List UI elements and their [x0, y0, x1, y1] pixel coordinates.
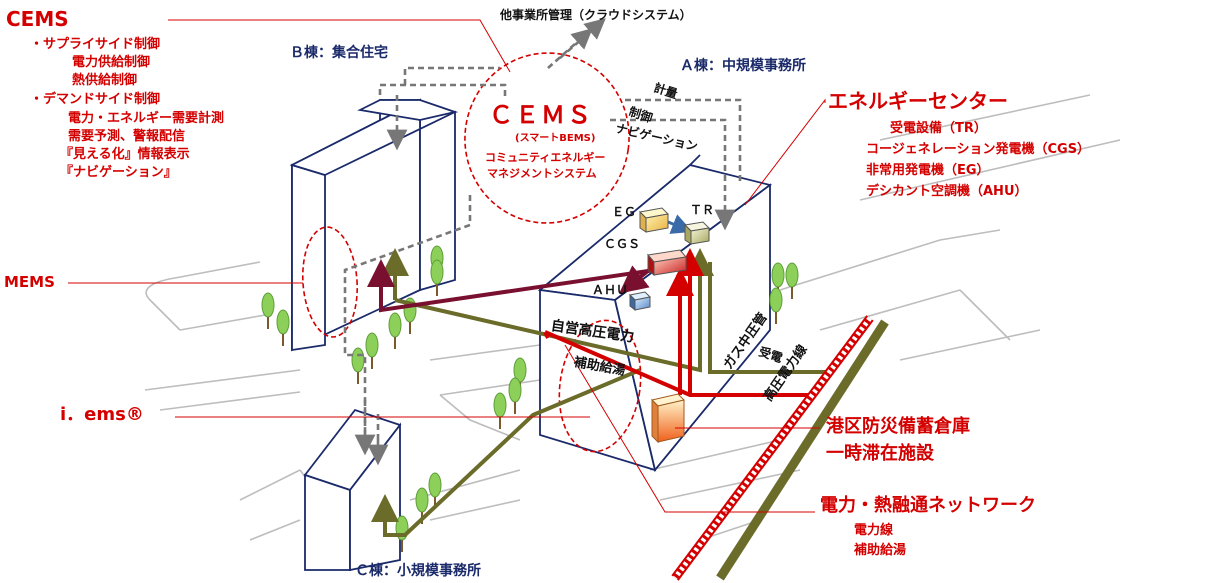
ahu-tag: ＡＨＵ	[592, 283, 629, 297]
demand-heading: ・デマンドサイド制御	[30, 92, 161, 107]
measure-label: 計量	[652, 80, 679, 102]
dashed-ellipses	[301, 52, 642, 453]
equipment-eg	[638, 207, 670, 233]
cems-heading: CEMS	[6, 7, 69, 31]
energy-center-item: コージェネレーション発電機（CGS）	[866, 142, 1091, 157]
supply-item: 電力供給制御	[72, 55, 151, 70]
hot-water-lines	[371, 248, 830, 537]
iems-label: i．ems®	[60, 404, 144, 425]
demand-item: 『ナビゲーション』	[60, 165, 177, 180]
building-c-label: Ｃ棟：小規模事務所	[355, 563, 481, 579]
building-b	[289, 98, 459, 352]
eg-tag: ＥＧ	[612, 205, 637, 219]
demand-item: 『見える化』情報表示	[60, 147, 190, 162]
callout-lines	[68, 19, 826, 513]
energy-center-item: デシカント空調機（AHU）	[866, 184, 1028, 199]
cems-bubble-desc: マネジメントシステム	[487, 167, 597, 180]
cloud-label: 他事業所管理（クラウドシステム）	[500, 8, 692, 22]
demand-item: 需要予測、警報配信	[68, 129, 186, 144]
nav-label: ナビゲーション	[614, 120, 699, 153]
building-b-label: Ｂ棟：集合住宅	[290, 45, 388, 61]
eg-tr-arrow	[667, 214, 693, 234]
building-a	[537, 154, 773, 472]
energy-center-item: 非常用発電機（EG）	[866, 163, 990, 178]
info-flows	[343, 18, 742, 466]
cgs-tag: ＣＧＳ	[604, 237, 641, 251]
energy-center-title: エネルギーセンター	[828, 89, 1008, 113]
cems-bubble-title: ＣＥＭＳ	[489, 101, 593, 129]
equipment-tr	[683, 221, 711, 245]
receive-label: 受電	[757, 344, 784, 366]
energy-center-item: 受電設備（TR）	[890, 121, 987, 136]
network-label: 電力・熱融通ネットワーク	[820, 495, 1036, 516]
warehouse-label: 港区防災備蓄倉庫	[826, 416, 970, 437]
demand-item: 電力・エネルギー需要計測	[68, 111, 225, 126]
supply-item: 熱供給制御	[72, 73, 138, 88]
equipment-ahu	[628, 291, 652, 312]
building-a-label: Ａ棟：中規模事務所	[680, 58, 806, 74]
hv-power-lines	[543, 248, 810, 397]
warehouse-box	[651, 393, 685, 444]
hv-external-line	[716, 319, 889, 581]
network-item: 補助給湯	[854, 543, 907, 558]
cems-bubble-desc: コミュニティエネルギー	[485, 151, 606, 164]
control-label: 制御	[627, 104, 654, 126]
shelter-label: 一時滞在施設	[826, 443, 934, 464]
network-item: 電力線	[854, 523, 894, 538]
private-power-lines	[367, 259, 656, 313]
building-c	[303, 408, 402, 572]
equipment-cgs	[647, 249, 687, 277]
supply-heading: ・サプライサイド制御	[30, 37, 161, 52]
gas-line	[671, 315, 874, 581]
mems-label: MEMS	[4, 273, 55, 291]
cems-bubble-sub: (スマートBEMS)	[515, 133, 596, 144]
tr-tag: ＴＲ	[690, 203, 715, 217]
